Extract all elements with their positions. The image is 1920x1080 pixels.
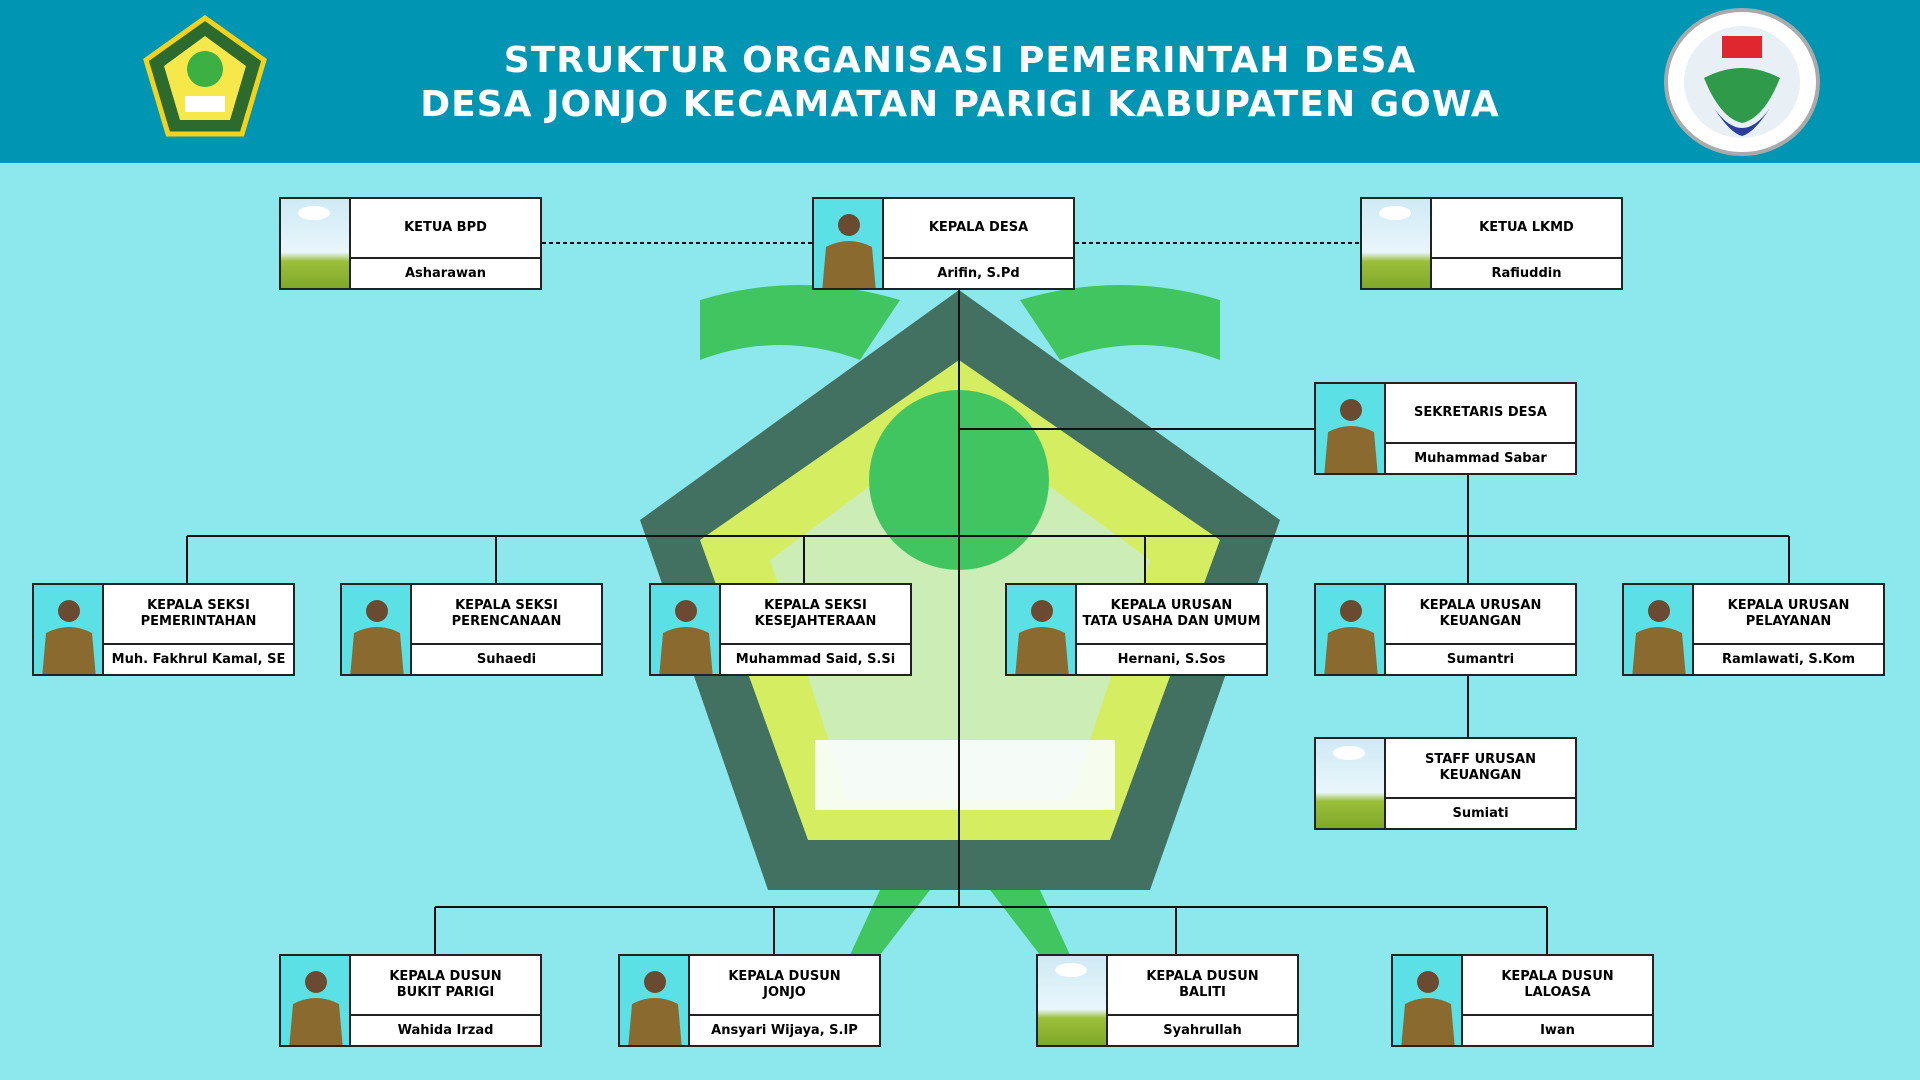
position-title: KETUA LKMD <box>1432 199 1621 259</box>
org-box: KEPALA DESA Arifin, S.Pd <box>812 197 1075 290</box>
org-box: KEPALA DUSUN BUKIT PARIGI Wahida Irzad <box>279 954 542 1047</box>
member-name: Syahrullah <box>1163 1023 1242 1038</box>
position-title: KEPALA URUSAN TATA USAHA DAN UMUM <box>1077 585 1266 645</box>
position-title: KEPALA URUSAN KEUANGAN <box>1386 585 1575 645</box>
org-box: KEPALA URUSAN KEUANGAN Sumantri <box>1314 583 1577 676</box>
member-name: Sumantri <box>1446 652 1515 667</box>
member-photo <box>814 199 884 288</box>
title-line-2: DESA JONJO KECAMATAN PARIGI KABUPATEN GO… <box>420 84 1500 125</box>
org-box: KEPALA DUSUN BALITI Syahrullah <box>1036 954 1299 1047</box>
org-box: KEPALA SEKSI PERENCANAAN Suhaedi <box>340 583 603 676</box>
member-photo <box>1316 585 1386 674</box>
kemendes-logo <box>1664 8 1820 156</box>
member-name: Ramlawati, S.Kom <box>1721 652 1856 667</box>
position-title: KEPALA DUSUN BALITI <box>1108 956 1297 1016</box>
member-photo <box>620 956 690 1045</box>
placeholder-image-icon <box>1038 956 1108 1045</box>
member-photo <box>1393 956 1463 1045</box>
position-title: KEPALA SEKSI KESEJAHTERAAN <box>721 585 910 645</box>
member-name: Arifin, S.Pd <box>937 266 1020 281</box>
member-name: Wahida Irzad <box>397 1023 494 1038</box>
member-name: Hernani, S.Sos <box>1117 652 1226 667</box>
member-name: Sumiati <box>1452 806 1509 821</box>
title-line-1: STRUKTUR ORGANISASI PEMERINTAH DESA <box>503 40 1417 81</box>
header-banner: STRUKTUR ORGANISASI PEMERINTAH DESA DESA… <box>0 0 1920 163</box>
org-box: KEPALA DUSUN JONJO Ansyari Wijaya, S.IP <box>618 954 881 1047</box>
member-photo <box>34 585 104 674</box>
member-name: Asharawan <box>404 266 487 281</box>
position-title: SEKRETARIS DESA <box>1386 384 1575 444</box>
member-name: Rafiuddin <box>1491 266 1562 281</box>
position-title: KEPALA DUSUN JONJO <box>690 956 879 1016</box>
position-title: KEPALA URUSAN PELAYANAN <box>1694 585 1883 645</box>
placeholder-image-icon <box>1362 199 1432 288</box>
org-box: KEPALA SEKSI KESEJAHTERAAN Muhammad Said… <box>649 583 912 676</box>
member-name: Ansyari Wijaya, S.IP <box>711 1023 858 1038</box>
org-box: KEPALA DUSUN LALOASA Iwan <box>1391 954 1654 1047</box>
org-box: STAFF URUSAN KEUANGAN Sumiati <box>1314 737 1577 830</box>
org-box: KEPALA SEKSI PEMERINTAHAN Muh. Fakhrul K… <box>32 583 295 676</box>
org-box: KETUA BPD Asharawan <box>279 197 542 290</box>
position-title: KEPALA DESA <box>884 199 1073 259</box>
member-name: Muhammad Said, S.Si <box>735 652 896 667</box>
member-photo <box>342 585 412 674</box>
member-photo <box>281 956 351 1045</box>
position-title: KEPALA SEKSI PEMERINTAHAN <box>104 585 293 645</box>
org-box: SEKRETARIS DESA Muhammad Sabar <box>1314 382 1577 475</box>
member-photo <box>1624 585 1694 674</box>
position-title: STAFF URUSAN KEUANGAN <box>1386 739 1575 799</box>
position-title: KEPALA DUSUN BUKIT PARIGI <box>351 956 540 1016</box>
gowa-logo <box>143 14 267 137</box>
member-photo <box>651 585 721 674</box>
org-box: KEPALA URUSAN PELAYANAN Ramlawati, S.Kom <box>1622 583 1885 676</box>
placeholder-image-icon <box>1316 739 1386 828</box>
member-name: Iwan <box>1540 1023 1575 1038</box>
member-name: Muh. Fakhrul Kamal, SE <box>111 652 286 667</box>
org-box: KEPALA URUSAN TATA USAHA DAN UMUM Hernan… <box>1005 583 1268 676</box>
position-title: KETUA BPD <box>351 199 540 259</box>
position-title: KEPALA DUSUN LALOASA <box>1463 956 1652 1016</box>
placeholder-image-icon <box>281 199 351 288</box>
member-photo <box>1316 384 1386 473</box>
member-name: Suhaedi <box>476 652 537 667</box>
member-photo <box>1007 585 1077 674</box>
member-name: Muhammad Sabar <box>1414 451 1547 466</box>
position-title: KEPALA SEKSI PERENCANAAN <box>412 585 601 645</box>
org-box: KETUA LKMD Rafiuddin <box>1360 197 1623 290</box>
